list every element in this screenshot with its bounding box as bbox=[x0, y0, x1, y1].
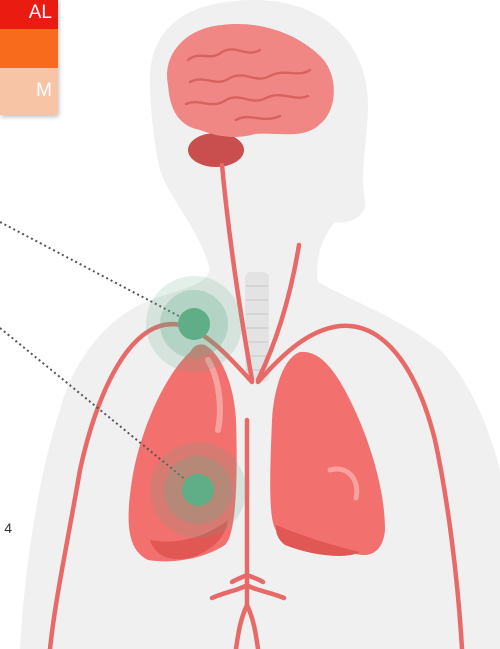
legend-item-1: AL bbox=[0, 0, 58, 29]
legend-item-3: M bbox=[0, 68, 58, 115]
lung-hotspot[interactable] bbox=[150, 442, 246, 538]
side-number: 4 bbox=[0, 520, 12, 536]
legend-item-2 bbox=[0, 29, 58, 68]
throat-hotspot[interactable] bbox=[146, 276, 242, 372]
severity-legend: AL M bbox=[0, 0, 58, 115]
